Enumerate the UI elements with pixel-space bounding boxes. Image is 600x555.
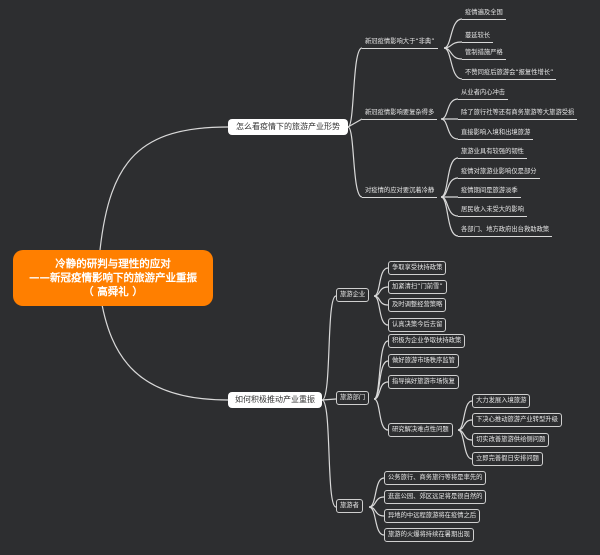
connector-t-leaf <box>368 477 385 508</box>
connector-b-leaf <box>373 340 389 400</box>
root-title-line2: ——新冠疫情影响下的旅游产业重振 <box>29 272 197 284</box>
leaf-item[interactable]: 直接影响入境和出境旅游 <box>458 127 534 140</box>
connector-t-leaf <box>368 506 385 536</box>
leaf-item[interactable]: 不赞同疫后旅游会“报复性增长” <box>462 67 557 80</box>
subtopic-tourists[interactable]: 旅游者 <box>336 499 363 513</box>
leaf-item[interactable]: 除了旅行社等还有商务旅游等大旅游受损 <box>458 107 578 120</box>
connector-g1-leaf <box>443 41 463 49</box>
leaf-item[interactable]: 认真决策今后去留 <box>388 318 447 332</box>
leaf-item[interactable]: 从业者内心冲击 <box>458 87 509 100</box>
connector-q-leaf <box>373 267 389 297</box>
leaf-item[interactable]: 及时调整经营策略 <box>388 298 447 312</box>
root-title-line3: （ 高舜礼 ） <box>83 286 143 298</box>
leaf-item[interactable]: 各部门、地方政府出台救助政策 <box>458 224 553 237</box>
main-topic-situation[interactable]: 怎么看疫情下的旅游产业形势 <box>228 119 348 135</box>
connector-g1-leaf <box>443 47 463 80</box>
leaf-item[interactable]: 旅游业具有较强的韧性 <box>458 146 527 159</box>
leaf-item[interactable]: 指导搞好旅游市场恢复 <box>388 375 459 389</box>
leaf-item[interactable]: 切实改善旅游供给侧问题 <box>472 433 550 447</box>
connector-b-leaf <box>373 360 389 400</box>
connector-g2-leaf <box>440 98 459 120</box>
leaf-item[interactable]: 立即完善假日安排问题 <box>472 452 543 466</box>
connector-branch2-group1 <box>321 295 337 401</box>
connector-q-leaf <box>373 295 389 326</box>
connector-g3-leaf <box>440 157 459 198</box>
leaf-item[interactable]: 下决心推动旅游产业转型升级 <box>472 413 562 427</box>
connector-branch1-group1 <box>347 47 363 128</box>
leaf-item[interactable]: 积极为企业争取扶持政策 <box>388 334 466 348</box>
connector-g3-leaf <box>440 196 459 237</box>
connector-s-leaf <box>457 400 473 431</box>
subtopic-hard-problems[interactable]: 研究解决难点性问题 <box>388 423 453 437</box>
connector-branch1-group2 <box>347 118 363 128</box>
connector-b-leaf <box>373 381 389 400</box>
main-topic-revival[interactable]: 如何积极推动产业重振 <box>228 392 322 408</box>
leaf-item[interactable]: 做好旅游市场秩序监管 <box>388 354 459 368</box>
connector-s-leaf <box>457 429 473 460</box>
connector-b-leaf <box>373 398 389 431</box>
leaf-item[interactable]: 逛逛公园、郊区远足将是很自然的 <box>384 490 487 504</box>
leaf-item[interactable]: 旅游的火爆将持续在暑期出现 <box>384 528 474 542</box>
leaf-item[interactable]: 大力发展入境旅游 <box>472 394 531 408</box>
connector-root-branch1 <box>99 126 229 251</box>
connector-g1-leaf <box>443 18 463 49</box>
subtopic-enterprises[interactable]: 旅游企业 <box>336 288 370 302</box>
root-title-line1: 冷静的研判与理性的应对 <box>55 258 171 270</box>
root-topic[interactable]: 冷静的研判与理性的应对 ——新冠疫情影响下的旅游产业重振 （ 高舜礼 ） <box>13 250 213 306</box>
connector-branch2-group2 <box>321 398 337 401</box>
leaf-item[interactable]: 疫情期间是旅游淡季 <box>458 185 521 198</box>
subtopic-calm-response[interactable]: 对疫情的应对要沉着冷静 <box>362 185 438 198</box>
leaf-item[interactable]: 居民收入未受大的影响 <box>458 204 527 217</box>
leaf-item[interactable]: 异地的中远程旅游将在疫情之后 <box>384 509 481 523</box>
leaf-item[interactable]: 管制措施严格 <box>462 47 506 60</box>
subtopic-departments[interactable]: 旅游部门 <box>336 391 370 405</box>
connector-branch1-group3 <box>347 126 363 198</box>
subtopic-impact-bigger[interactable]: 新冠疫情影响大于“非典” <box>362 36 438 49</box>
leaf-item[interactable]: 公务旅行、商务旅行等将是率先的 <box>384 471 487 485</box>
leaf-item[interactable]: 蔓延较长 <box>462 30 494 43</box>
connector-g2-leaf <box>440 118 459 140</box>
connector-branch2-group3 <box>321 399 337 508</box>
leaf-item[interactable]: 疫情对旅游业影响仅是部分 <box>458 166 540 179</box>
leaf-item[interactable]: 争取享受扶持政策 <box>388 261 447 275</box>
leaf-item[interactable]: 疫情遍及全国 <box>462 7 506 20</box>
subtopic-impact-complex[interactable]: 新冠疫情影响要复杂得多 <box>362 107 438 120</box>
leaf-item[interactable]: 加紧清扫“门前雪” <box>388 280 447 294</box>
connector-root-branch2 <box>99 292 229 401</box>
